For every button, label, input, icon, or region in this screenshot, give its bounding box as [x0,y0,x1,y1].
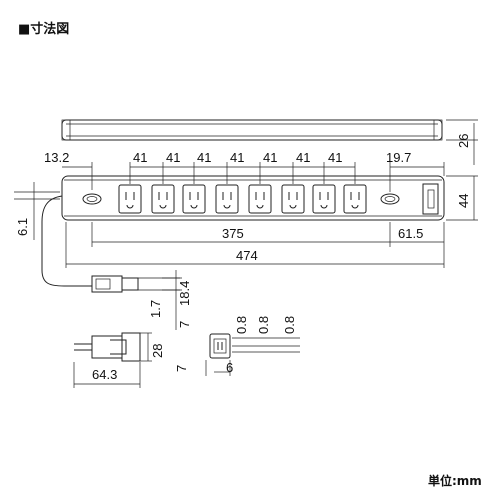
pin-b-label: 0.8 [256,316,271,334]
outlet [151,184,175,214]
pitch-label: 41 [166,150,180,165]
plug-side-dimensions: 18.4 1.7 7 [148,270,192,330]
outlet [118,184,142,214]
plug-a-label: 18.4 [177,281,192,306]
total-length-label: 474 [236,248,258,263]
outlet [312,184,336,214]
cord-offset-label: 6.1 [15,218,30,236]
page-title: ■寸法図 [18,22,70,37]
power-cord [41,195,182,293]
plug-d-label: 28 [150,344,165,358]
plug-c-label: 7 [177,321,192,328]
height-top-label: 26 [456,134,471,148]
outlet [343,184,367,214]
pitch-label: 41 [296,150,310,165]
mount-right-label: 61.5 [398,226,423,241]
right-offset-label: 19.7 [386,150,411,165]
outlet [281,184,305,214]
pin-e-label: 6 [226,360,233,375]
total-length-dimension: 474 [65,222,444,268]
pitch-dimension: 41 41 41 41 41 41 41 [129,150,356,184]
pitch-label: 41 [133,150,147,165]
pitch-label: 41 [230,150,244,165]
pin-detail-view: 7 6 0.8 0.8 0.8 [174,316,300,376]
mount-span-label: 375 [222,226,244,241]
unit-label: 単位:mm [428,474,482,488]
plug-b-label: 1.7 [148,300,163,318]
outlet [248,184,272,214]
pin-d-label: 7 [174,365,189,372]
outlet [215,184,239,214]
outlet-row [118,184,367,214]
power-strip-body [61,175,445,221]
height-body-label: 44 [456,194,471,208]
pitch-label: 41 [197,150,211,165]
outlet [182,184,206,214]
height-dimensions: 26 44 [446,134,478,221]
plug-width-label: 64.3 [92,367,117,382]
pitch-label: 41 [328,150,342,165]
pin-c-label: 0.8 [282,316,297,334]
mount-span-dimension: 375 61.5 [91,222,445,268]
pin-a-label: 0.8 [234,316,249,334]
plug-front-view: 28 64.3 [73,332,165,388]
right-offset-dimension: 19.7 [386,150,445,192]
pitch-label: 41 [263,150,277,165]
side-profile [61,119,478,165]
left-offset-label: 13.2 [44,150,69,165]
cord-offset-dimension: 6.1 [14,182,60,240]
left-offset-dimension: 13.2 [44,150,93,190]
